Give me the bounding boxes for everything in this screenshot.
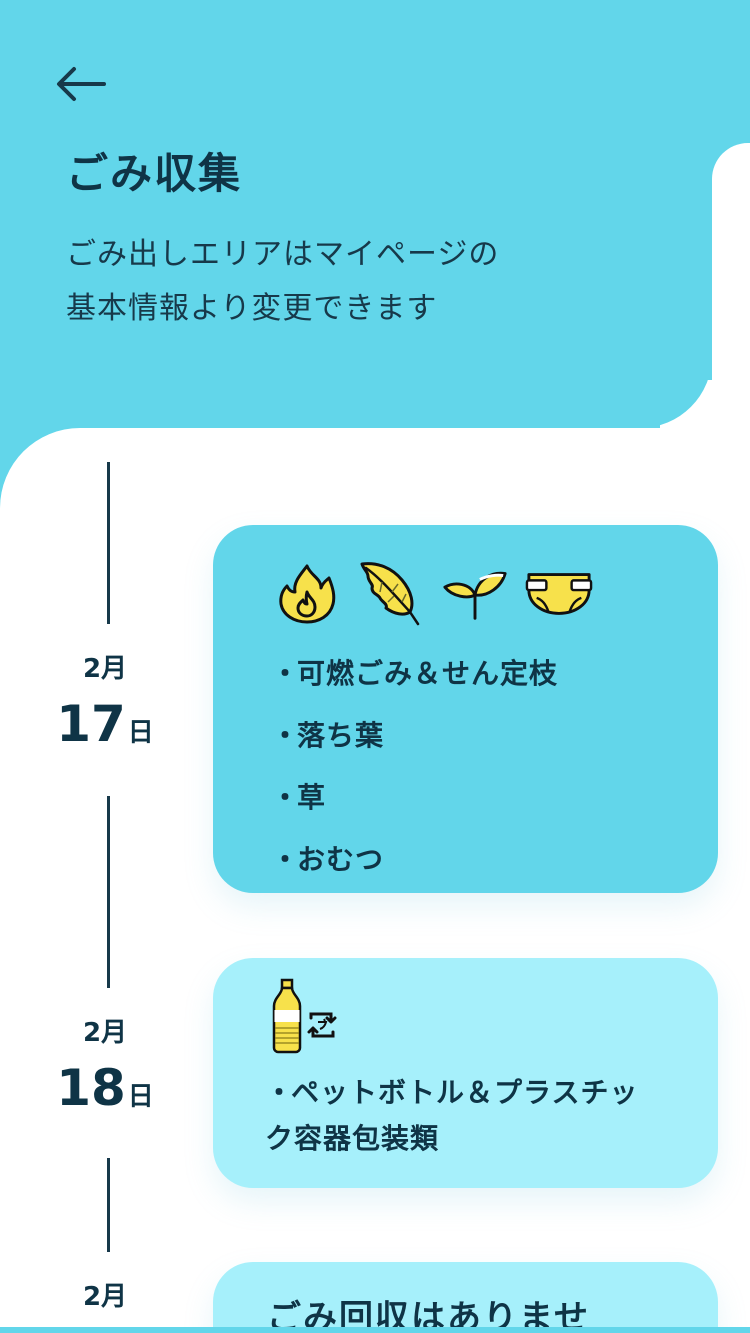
timeline-line bbox=[107, 1158, 110, 1252]
header-panel bbox=[0, 0, 712, 428]
date-label: 2月 bbox=[40, 1282, 170, 1312]
plastic-recycle-icon bbox=[305, 1008, 339, 1046]
date-label: 2月 17日 bbox=[40, 654, 170, 752]
timeline-line bbox=[107, 796, 110, 988]
sprout-icon bbox=[441, 561, 509, 625]
page-title: ごみ収集 bbox=[66, 149, 243, 198]
category-icons bbox=[273, 561, 593, 626]
list-item: ・ペットボトル＆プラスチック容器包装類 bbox=[265, 1076, 639, 1155]
bottom-bar bbox=[0, 1327, 750, 1333]
date-day: 18日 bbox=[40, 1060, 170, 1116]
back-button[interactable] bbox=[48, 60, 112, 108]
date-day: 17日 bbox=[40, 696, 170, 752]
arrow-left-icon bbox=[57, 67, 106, 101]
date-day-number: 18 bbox=[56, 1059, 126, 1117]
date-month: 2月 bbox=[82, 654, 128, 684]
fallen-leaf-icon bbox=[357, 561, 425, 626]
date-day-number: 17 bbox=[56, 695, 126, 753]
item-list: ・可燃ごみ＆せん定枝 ・落ち葉 ・草 ・おむつ bbox=[271, 643, 558, 891]
collection-card[interactable]: ごみ回収はありませ bbox=[213, 1262, 718, 1333]
list-item: ・落ち葉 bbox=[271, 719, 385, 752]
collection-card[interactable]: ・ペットボトル＆プラスチック容器包装類 bbox=[213, 958, 718, 1188]
page-description: ごみ出しエリアはマイページの基本情報より変更できます bbox=[66, 237, 500, 326]
date-month: 2月 bbox=[82, 1018, 128, 1048]
date-month: 2月 bbox=[82, 1282, 128, 1312]
date-label: 2月 18日 bbox=[40, 1018, 170, 1116]
timeline-line bbox=[107, 462, 110, 624]
collection-card[interactable]: ・可燃ごみ＆せん定枝 ・落ち葉 ・草 ・おむつ bbox=[213, 525, 718, 893]
list-item: ・おむつ bbox=[271, 843, 385, 876]
item-list: ・ペットボトル＆プラスチック容器包装類 bbox=[265, 1070, 645, 1162]
category-icons bbox=[271, 978, 339, 1058]
date-day-unit: 日 bbox=[127, 718, 154, 748]
date-day-unit: 日 bbox=[127, 1082, 154, 1112]
pet-bottle-icon bbox=[271, 978, 303, 1058]
diaper-icon bbox=[525, 561, 593, 625]
list-item: ・草 bbox=[271, 781, 327, 814]
list-item: ・可燃ごみ＆せん定枝 bbox=[271, 657, 559, 690]
fire-icon bbox=[273, 561, 341, 625]
